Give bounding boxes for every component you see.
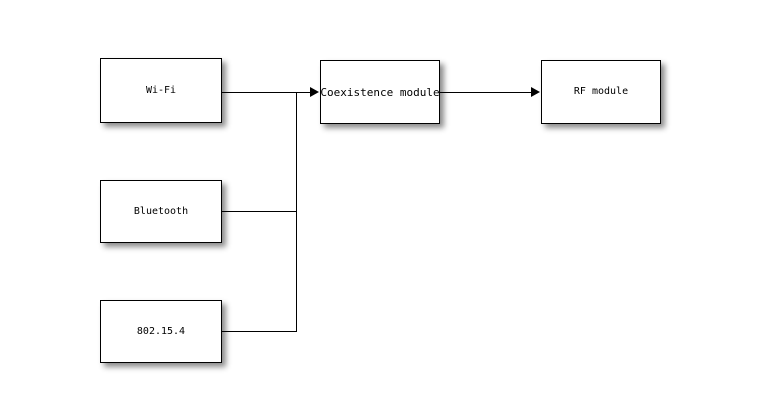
node-802-15-4-label: 802.15.4 [136, 325, 186, 337]
node-bluetooth-label: Bluetooth [133, 205, 189, 217]
node-wifi[interactable]: Wi-Fi [100, 58, 222, 123]
node-bluetooth[interactable]: Bluetooth [100, 180, 222, 243]
edge-wifi-to-coexistence [222, 92, 311, 93]
edge-bluetooth-to-trunk [222, 211, 297, 212]
node-rf-module-label: RF module [573, 86, 629, 97]
node-802-15-4[interactable]: 802.15.4 [100, 300, 222, 363]
edge-802-15-4-to-trunk [222, 331, 297, 332]
arrowhead-coexistence-input [310, 87, 319, 97]
node-wifi-label: Wi-Fi [145, 84, 177, 96]
edge-coexistence-to-rf [440, 92, 532, 93]
arrowhead-rf-input [531, 87, 540, 97]
node-coexistence-module-label: Coexistence module [320, 85, 440, 99]
node-rf-module[interactable]: RF module [541, 60, 661, 124]
node-coexistence-module[interactable]: Coexistence module [320, 60, 440, 124]
